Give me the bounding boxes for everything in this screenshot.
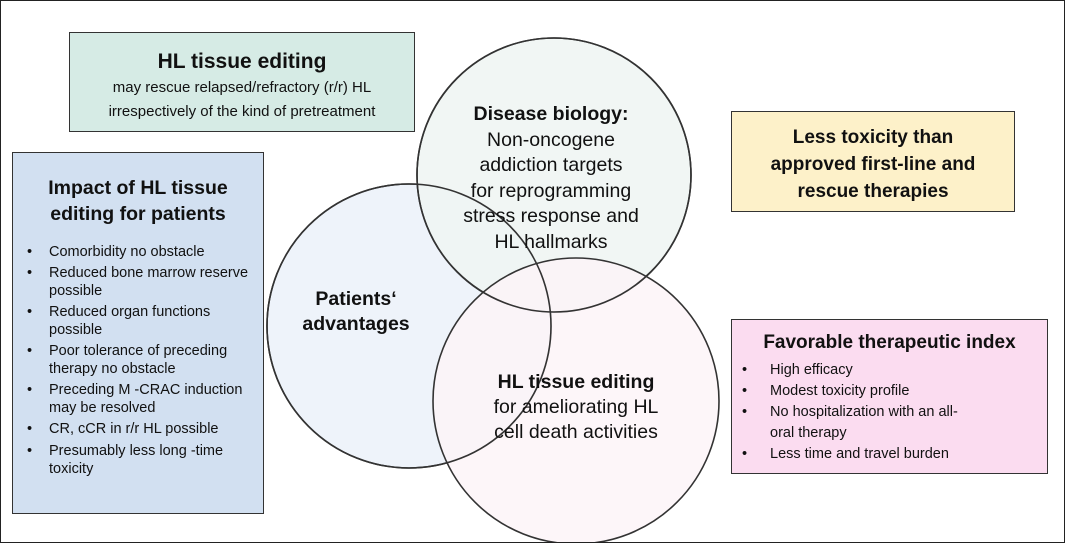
- list-item: Comorbidity no obstacle: [27, 243, 255, 261]
- impact-list: Comorbidity no obstacle Reduced bone mar…: [13, 243, 263, 478]
- list-item: Presumably less long -time toxicity: [27, 442, 255, 478]
- hl-tissue-editing-box: HL tissue editing may rescue relapsed/re…: [69, 32, 415, 132]
- venn-label-biology: Disease biology: Non-oncogene addiction …: [463, 103, 639, 253]
- box-title: Less toxicity than approved first-line a…: [770, 127, 976, 202]
- therapeutic-index-box: Favorable therapeutic index High efficac…: [731, 319, 1048, 474]
- venn-label-patients: Patients‘ advantages: [302, 288, 410, 335]
- list-item: CR, cCR in r/r HL possible: [27, 420, 255, 438]
- less-toxicity-box: Less toxicity than approved first-line a…: [731, 111, 1015, 212]
- list-item: No hospitalization with an all-oral ther…: [742, 402, 960, 444]
- box-title: HL tissue editing: [157, 50, 327, 73]
- list-item: Modest toxicity profile: [742, 381, 1047, 402]
- list-item: High efficacy: [742, 360, 1047, 381]
- circle-editing: [432, 257, 720, 542]
- box-line: irrespectively of the kind of pretreatme…: [108, 103, 376, 120]
- list-item: Poor tolerance of preceding therapy no o…: [27, 342, 255, 378]
- box-line: may rescue relapsed/refractory (r/r) HL: [112, 79, 372, 96]
- patient-impact-box: Impact of HL tissue editing for patients…: [12, 152, 264, 514]
- list-item: Reduced organ functions possible: [27, 303, 255, 339]
- venn-label-editing: HL tissue editing for ameliorating HL ce…: [493, 371, 659, 443]
- box-title: Favorable therapeutic index: [763, 332, 1016, 353]
- list-item: Reduced bone marrow reserve possible: [27, 264, 255, 300]
- box-title: Impact of HL tissue editing for patients: [48, 177, 228, 225]
- list-item: Less time and travel burden: [742, 444, 1047, 465]
- index-list: High efficacy Modest toxicity profile No…: [732, 360, 1047, 465]
- list-item: Preceding M -CRAC induction may be resol…: [27, 381, 255, 417]
